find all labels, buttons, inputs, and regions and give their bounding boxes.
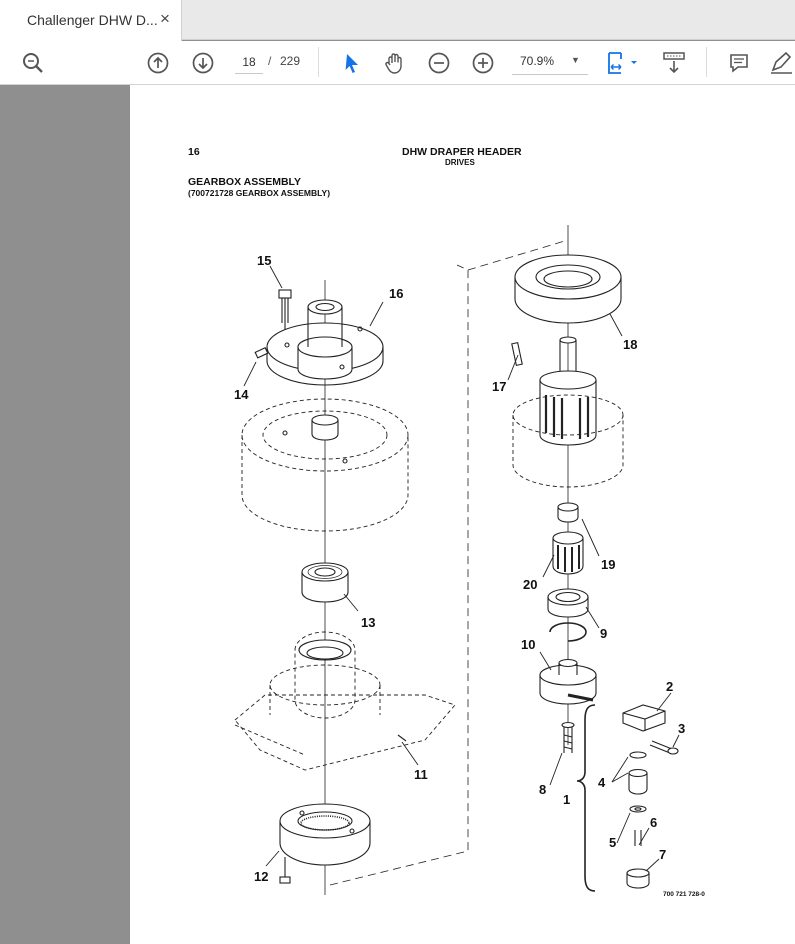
callout-6: 6 xyxy=(650,815,658,830)
page-down-icon[interactable] xyxy=(188,48,218,78)
pdf-page: 16 DHW DRAPER HEADER DRIVES GEARBOX ASSE… xyxy=(130,85,795,944)
section-title: GEARBOX ASSEMBLY xyxy=(188,176,301,188)
gearbox-cover-16 xyxy=(266,299,384,386)
fit-page-icon[interactable] xyxy=(604,48,644,78)
tab-bar: Challenger DHW D... × xyxy=(0,0,795,41)
page-number-input[interactable] xyxy=(235,50,263,74)
callout-15: 15 xyxy=(257,253,272,268)
header-subtitle: DRIVES xyxy=(445,158,475,167)
page-separator: / xyxy=(268,54,272,68)
callout-17: 17 xyxy=(492,379,507,394)
callout-20: 20 xyxy=(523,577,538,592)
page-number: 16 xyxy=(188,146,200,158)
zoom-out-icon[interactable] xyxy=(424,48,454,78)
callout-19: 19 xyxy=(601,557,616,572)
select-cursor-icon[interactable] xyxy=(336,48,366,78)
section-subtitle: (700721728 GEARBOX ASSEMBLY) xyxy=(188,188,331,198)
zoom-select[interactable]: 70.9% ▼ xyxy=(512,50,588,75)
document-viewer[interactable]: 16 DHW DRAPER HEADER DRIVES GEARBOX ASSE… xyxy=(0,85,795,944)
callout-8: 8 xyxy=(539,782,547,797)
callout-11: 11 xyxy=(414,767,428,782)
toolbar-divider xyxy=(706,47,707,77)
callout-7: 7 xyxy=(659,847,667,862)
hand-pan-icon[interactable] xyxy=(380,48,410,78)
page-up-icon[interactable] xyxy=(143,48,173,78)
callout-10: 10 xyxy=(521,637,536,652)
ring-gear-12 xyxy=(279,803,371,866)
callout-18: 18 xyxy=(623,337,638,352)
comment-icon[interactable] xyxy=(724,48,754,78)
exploded-parts-diagram xyxy=(234,225,680,895)
callout-1: 1 xyxy=(563,792,571,807)
zoom-in-icon[interactable] xyxy=(468,48,498,78)
zoom-value: 70.9% xyxy=(520,54,555,68)
figure-id: 700 721 728-0 xyxy=(663,891,705,898)
callout-14: 14 xyxy=(234,387,249,402)
scroll-mode-icon[interactable] xyxy=(659,48,689,78)
callout-4: 4 xyxy=(598,775,606,790)
toolbar-divider xyxy=(318,47,319,77)
header-title: DHW DRAPER HEADER xyxy=(402,146,522,158)
housing-base-11 xyxy=(234,631,456,771)
gearbox-housing-outline xyxy=(241,398,409,532)
search-icon[interactable] xyxy=(18,48,48,78)
callout-9: 9 xyxy=(600,626,608,641)
bolt-15 xyxy=(278,289,292,330)
callout-13: 13 xyxy=(361,615,376,630)
callout-2: 2 xyxy=(666,679,674,694)
close-tab-icon[interactable]: × xyxy=(160,9,170,28)
callout-5: 5 xyxy=(609,835,617,850)
chevron-down-icon: ▼ xyxy=(571,55,580,65)
callout-12: 12 xyxy=(254,869,269,884)
callout-3: 3 xyxy=(678,721,686,736)
document-tab[interactable]: Challenger DHW D... × xyxy=(0,0,182,41)
seal-18 xyxy=(514,254,622,324)
document-tab-title: Challenger DHW D... xyxy=(27,12,158,28)
bearing-13 xyxy=(301,562,349,603)
viewer-toolbar: / 229 70.9% ▼ xyxy=(0,41,795,85)
highlight-pen-icon[interactable] xyxy=(766,48,795,78)
page-total: 229 xyxy=(280,54,301,68)
callout-16: 16 xyxy=(389,286,404,301)
